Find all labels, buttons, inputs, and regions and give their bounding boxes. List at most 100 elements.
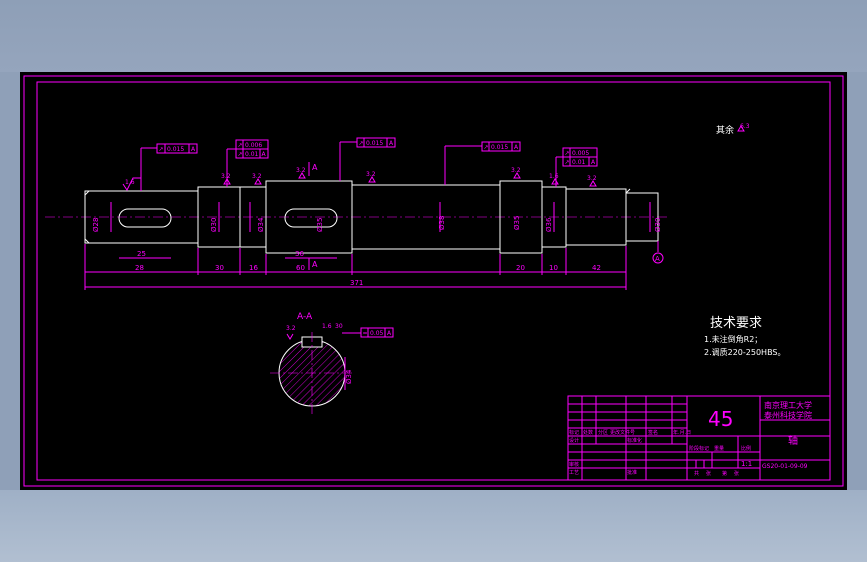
svg-text:重量: 重量 (714, 445, 724, 452)
dia-label-8: Ø30 (654, 218, 662, 232)
svg-text:批准: 批准 (627, 469, 637, 476)
section-dia: Ø34 (345, 369, 353, 384)
svg-text:分区: 分区 (598, 429, 608, 436)
svg-text:比例: 比例 (741, 445, 751, 452)
dia-label-6: Ø35 (513, 216, 521, 230)
svg-text:0.015: 0.015 (491, 144, 508, 151)
dim-key1: 25 (137, 250, 146, 258)
section-tolerance-frame: = 0.05 A (342, 327, 394, 338)
tolerance-frame-1: ↗ 0.015 A (140, 143, 198, 191)
title-block: 45 南京理工大学 泰州科技学院 轴 GS20-01-09-09 1:1 标记 … (567, 395, 831, 481)
dim-30: 30 (215, 264, 224, 272)
tolerance-frame-7: ↗ 0.01 A (555, 156, 598, 187)
svg-text:张: 张 (734, 470, 739, 477)
section-roughness-b: 1.6 (322, 323, 332, 330)
dia-label-2: Ø30 (210, 218, 218, 232)
svg-text:0.01: 0.01 (245, 151, 259, 158)
roughness-2: 3.2 (221, 173, 231, 180)
other-roughness-note: 其余 6.3 (716, 123, 750, 136)
svg-text:0.05: 0.05 (370, 330, 384, 337)
svg-text:A: A (191, 146, 196, 153)
svg-text:标准化: 标准化 (627, 437, 642, 444)
roughness-4: 3.2 (296, 167, 306, 174)
inner-frame (36, 81, 831, 481)
tb-school-1: 南京理工大学 (764, 400, 812, 410)
svg-text:↗: ↗ (238, 142, 243, 149)
background-bottom (0, 490, 867, 562)
roughness-5: 3.2 (366, 171, 376, 178)
svg-text:工艺: 工艺 (569, 470, 579, 476)
dim-key2: 36 (295, 250, 304, 258)
svg-text:0.006: 0.006 (245, 142, 262, 149)
dia-label-7: Ø36 (545, 217, 553, 232)
tolerance-frame-4: ↗ 0.015 A (339, 137, 396, 181)
svg-text:张: 张 (706, 470, 711, 477)
diameter-labels: Ø28 Ø30 Ø34 Ø35 Ø38 Ø35 Ø36 Ø30 (92, 216, 662, 232)
tb-material: 45 (708, 407, 733, 431)
tb-drawing-number: GS20-01-09-09 (762, 463, 808, 470)
svg-text:↗: ↗ (484, 144, 489, 151)
cad-drawing-canvas[interactable]: Ø28 Ø30 Ø34 Ø35 Ø38 Ø35 Ø36 Ø30 25 36 28… (20, 72, 847, 490)
tolerance-frames: ↗ 0.015 A ↗ 0.006 ↗ 0.01 A ↗ 0.015 A (140, 137, 598, 191)
svg-text:第: 第 (722, 470, 727, 477)
section-mark-top: A (312, 163, 318, 172)
tolerance-frame-5: ↗ 0.015 A (444, 141, 521, 185)
drawing-background (20, 72, 847, 490)
section-title: A-A (297, 312, 313, 322)
svg-text:年.月.日: 年.月.日 (673, 429, 691, 436)
section-view-a-a: A-A 3.2 1.6 30 = 0.05 A Ø34 (270, 312, 394, 414)
section-cut-marks: A A (308, 162, 318, 270)
roughness-7: 1.6 (549, 173, 559, 180)
keyway-middle (284, 208, 338, 228)
svg-text:A: A (387, 330, 392, 337)
datum-a: A (652, 241, 664, 264)
background-top (0, 0, 867, 72)
tb-part-name: 轴 (788, 434, 798, 447)
dim-42: 42 (592, 264, 601, 272)
tech-item-2: 2.调质220-250HBS。 (704, 347, 786, 357)
tech-title: 技术要求 (710, 316, 762, 331)
roughness-6: 3.2 (511, 167, 521, 174)
section-mark-bottom: A (312, 260, 318, 269)
dia-label-4: Ø35 (316, 218, 324, 232)
shaft-segment-end (625, 192, 659, 242)
dia-label-3: Ø34 (257, 217, 265, 232)
outer-frame (23, 75, 844, 487)
dim-60: 60 (296, 264, 305, 272)
svg-text:审核: 审核 (569, 461, 579, 468)
tolerance-frame-3: ↗ 0.01 A (226, 148, 269, 187)
length-dimensions: 25 36 28 30 16 60 20 10 42 371 (84, 244, 627, 290)
dim-10: 10 (549, 264, 558, 272)
svg-text:↗: ↗ (565, 159, 570, 166)
tb-scale: 1:1 (741, 460, 752, 468)
tech-item-1: 1.未注倒角R2； (704, 334, 762, 344)
svg-text:标记: 标记 (569, 429, 579, 436)
dim-20: 20 (516, 264, 525, 272)
svg-text:↗: ↗ (565, 150, 570, 157)
svg-text:A: A (591, 159, 596, 166)
svg-text:A: A (389, 140, 394, 147)
roughness-8: 3.2 (587, 175, 597, 182)
svg-text:↗: ↗ (359, 140, 364, 147)
other-roughness-value: 6.3 (740, 123, 750, 130)
svg-text:↗: ↗ (238, 151, 243, 158)
technical-requirements: 技术要求 1.未注倒角R2； 2.调质220-250HBS。 (704, 316, 786, 357)
dim-total: 371 (350, 279, 363, 287)
dim-28: 28 (135, 264, 144, 272)
svg-text:共: 共 (694, 470, 699, 477)
svg-text:设计: 设计 (569, 437, 579, 444)
shaft-main-view (45, 180, 670, 254)
roughness-1: 1.6 (125, 179, 135, 186)
svg-text:处数: 处数 (583, 429, 593, 436)
tb-school-2: 泰州科技学院 (764, 410, 812, 420)
svg-text:阶段标记: 阶段标记 (689, 445, 709, 452)
dia-label-5: Ø38 (438, 216, 446, 230)
dim-16: 16 (249, 264, 258, 272)
svg-text:↗: ↗ (159, 146, 164, 153)
svg-text:=: = (363, 330, 368, 337)
svg-text:签名: 签名 (648, 429, 658, 436)
dia-label-1: Ø28 (92, 218, 100, 232)
section-depth: 30 (335, 323, 343, 330)
other-roughness-label: 其余 (716, 124, 734, 136)
section-roughness-a: 3.2 (286, 325, 296, 332)
